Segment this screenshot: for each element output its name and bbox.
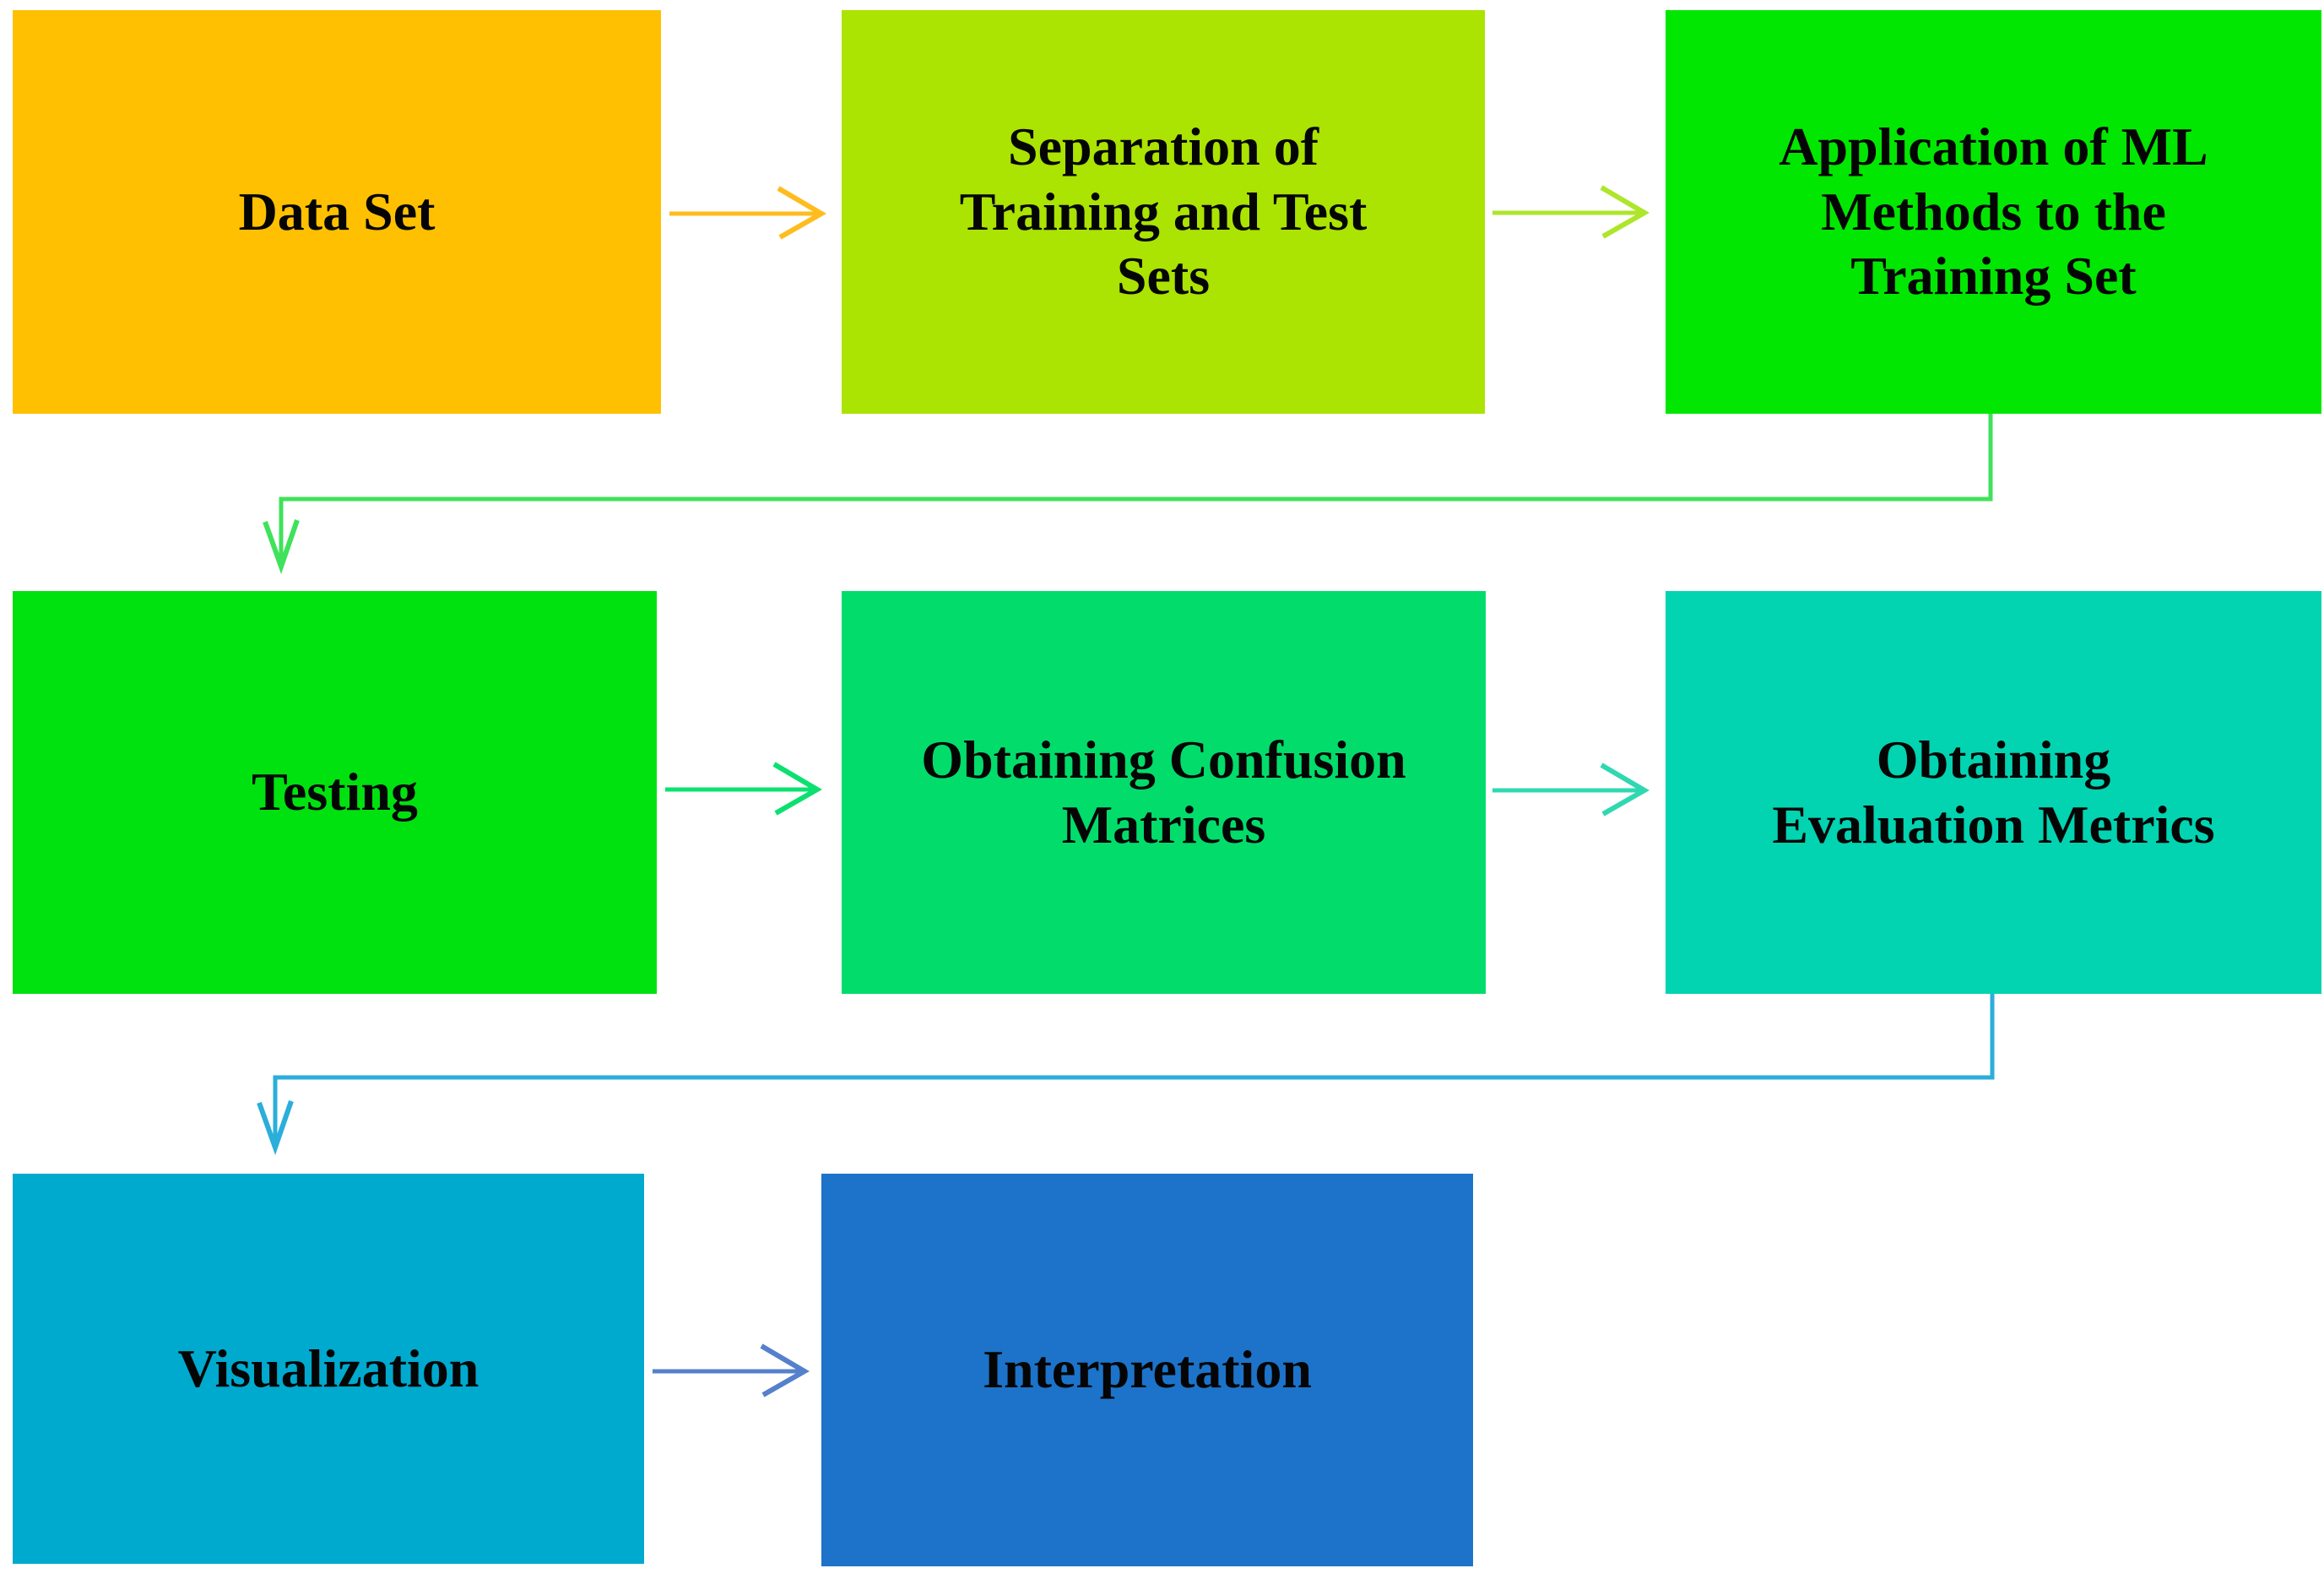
node-interpretation: Interpretation [821, 1174, 1473, 1566]
node-data-set-label: Data Set [238, 181, 436, 241]
node-application: Application of ML Methods to the Trainin… [1666, 10, 2321, 414]
node-data-set: Data Set [13, 10, 661, 414]
node-visualization: Visualization [13, 1174, 644, 1564]
node-testing: Testing [13, 591, 657, 994]
node-visualization-label: Visualization [177, 1338, 479, 1398]
arrow-visualization-to-interpretation [653, 1343, 810, 1397]
elbow-arrow-metrics-to-visualization [257, 994, 1995, 1156]
node-metrics-label: Obtaining Evaluation Metrics [1772, 729, 2215, 855]
node-metrics: Obtaining Evaluation Metrics [1666, 591, 2321, 994]
elbow-arrow-application-to-testing [263, 414, 1993, 575]
arrow-data-set-to-separation [669, 186, 826, 240]
node-application-label: Application of ML Methods to the Trainin… [1779, 116, 2208, 307]
node-testing-label: Testing [252, 762, 418, 822]
node-confusion: Obtaining Confusion Matrices [842, 591, 1486, 994]
node-confusion-label: Obtaining Confusion Matrices [921, 729, 1406, 855]
node-separation: Separation of Training and Test Sets [842, 10, 1485, 414]
arrow-separation-to-application [1492, 185, 1650, 239]
node-separation-label: Separation of Training and Test Sets [959, 116, 1368, 307]
arrow-confusion-to-metrics [1492, 762, 1650, 817]
node-interpretation-label: Interpretation [983, 1339, 1312, 1400]
arrow-testing-to-confusion [665, 762, 822, 816]
